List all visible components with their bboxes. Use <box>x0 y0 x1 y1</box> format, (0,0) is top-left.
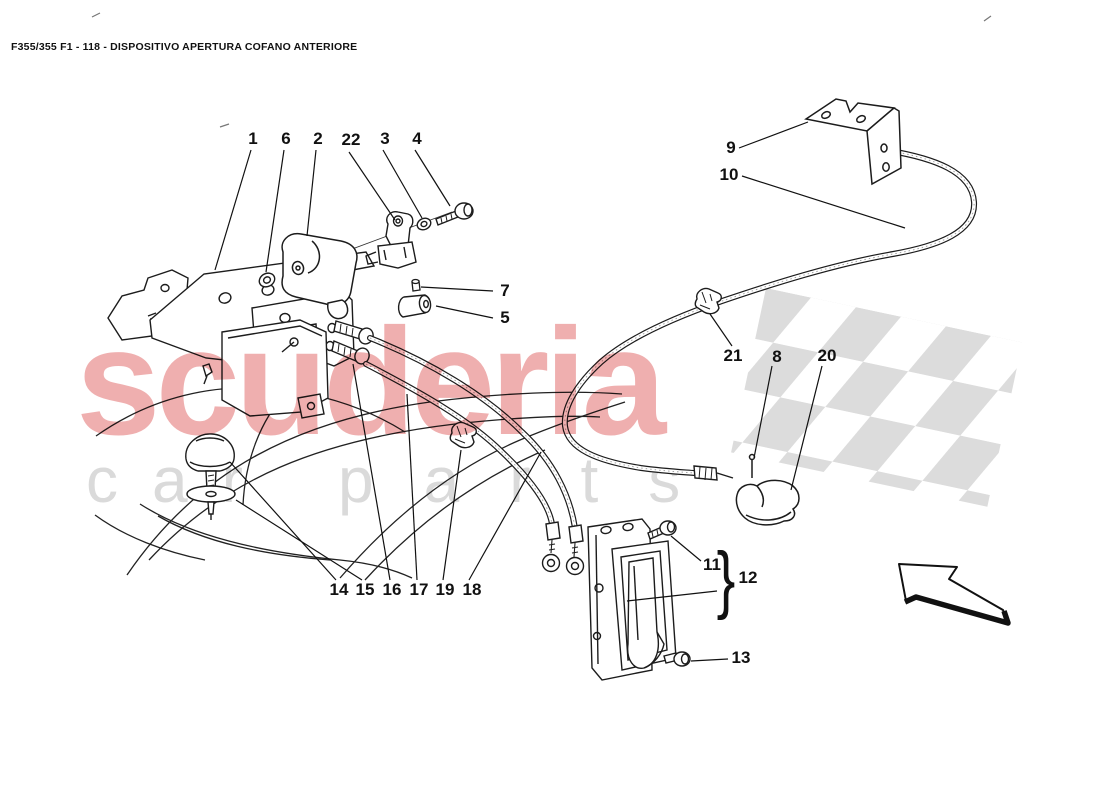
callout-4: 4 <box>412 129 422 148</box>
grub-screw-7 <box>411 278 421 292</box>
handle-pin-8 <box>748 453 756 478</box>
callout-20: 20 <box>817 346 837 365</box>
left-mount-bracket <box>107 269 189 341</box>
washer-6 <box>258 272 276 288</box>
callout-6: 6 <box>281 129 291 148</box>
washer-3 <box>416 217 432 231</box>
callout-19: 19 <box>435 580 455 599</box>
callout-16: 16 <box>382 580 402 599</box>
callout-7: 7 <box>500 281 510 300</box>
cable-bracket-9 <box>804 98 902 186</box>
callout-17: 17 <box>409 580 429 599</box>
pull-handle-20 <box>735 479 800 526</box>
pivot-bracket-22 <box>365 210 417 269</box>
callout-5: 5 <box>500 308 510 327</box>
release-lever-assembly <box>587 518 691 681</box>
release-cables <box>331 320 585 576</box>
lower-box-bracket <box>202 319 329 419</box>
callout-8: 8 <box>772 347 782 366</box>
callout-1: 1 <box>248 129 258 148</box>
rubber-buffer <box>185 433 236 520</box>
callout-3: 3 <box>380 129 390 148</box>
callout-12-brace: } <box>716 535 736 621</box>
bolt-4 <box>435 202 474 226</box>
direction-arrow-icon <box>898 563 1011 626</box>
callout-12: 12 <box>738 568 758 587</box>
callout-21: 21 <box>723 346 743 365</box>
callout-13: 13 <box>731 648 751 667</box>
hood-latch <box>281 232 358 320</box>
checkered-flag-watermark <box>731 288 1023 507</box>
page-title: F355/355 F1 - 118 - DISPOSITIVO APERTURA… <box>11 41 358 53</box>
page-artifacts <box>91 12 992 128</box>
callout-11: 11 <box>703 555 721 574</box>
callout-10: 10 <box>719 165 739 184</box>
callout-15: 15 <box>355 580 375 599</box>
callout-9: 9 <box>726 138 736 157</box>
callout-22: 22 <box>341 130 361 149</box>
callout-leader-lines <box>214 121 906 662</box>
watermark-brand: scuderia <box>76 297 666 467</box>
callout-2: 2 <box>313 129 323 148</box>
callout-14: 14 <box>329 580 349 599</box>
barrel-5 <box>397 294 432 318</box>
callout-18: 18 <box>462 580 482 599</box>
